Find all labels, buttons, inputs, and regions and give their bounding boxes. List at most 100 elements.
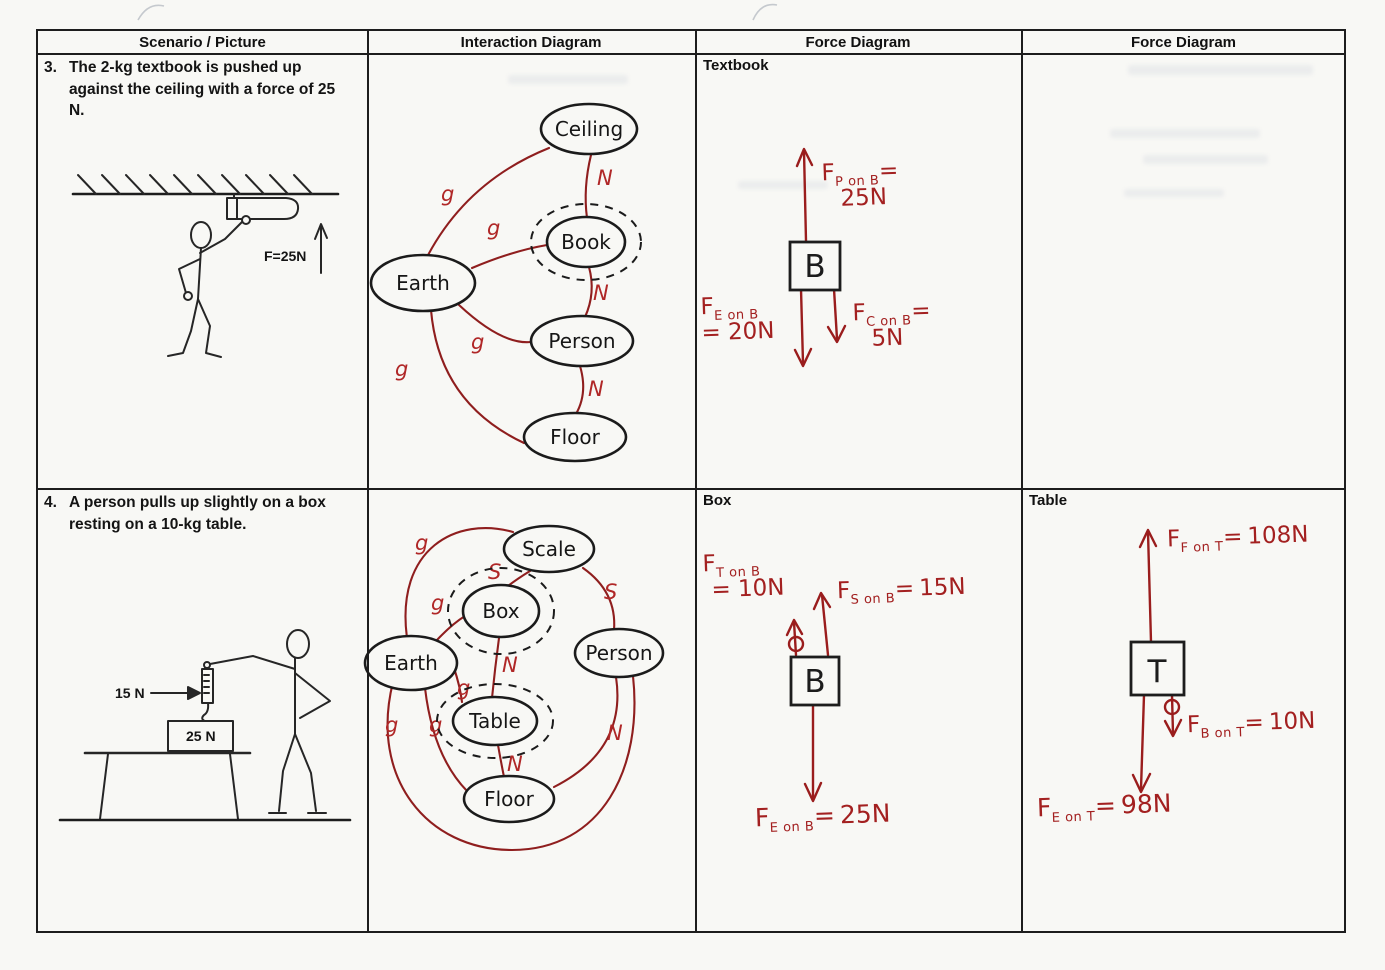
- picture-book-ceiling: F=25N: [71, 174, 340, 358]
- cell-r3-force-diagram-empty: [1021, 53, 1346, 488]
- cell-r4-scenario: 4. A person pulls up slightly on a box r…: [38, 488, 367, 931]
- cell-r4-force-diagram-box: Box B FT on B =: [695, 488, 1021, 931]
- bleed-through-artifact: [738, 181, 828, 189]
- scale-pointer-arrow: [150, 686, 201, 700]
- edge-label-gravity: g: [431, 591, 444, 615]
- stick-person: [167, 215, 251, 358]
- applied-force-arrow: [314, 223, 328, 274]
- interaction-diagram-4: g S S g N g g g N N Scale: [363, 524, 665, 852]
- bleed-through-artifact: [1143, 155, 1268, 164]
- edge-label-gravity: g: [457, 676, 470, 700]
- node-person: Person: [529, 314, 635, 368]
- header-scenario-picture: Scenario / Picture: [38, 31, 367, 53]
- force-arrow-down-25n: [803, 703, 823, 803]
- svg-text:Floor: Floor: [484, 787, 535, 811]
- node-table-system: Table: [436, 683, 554, 759]
- edge-label-gravity: g: [415, 531, 428, 555]
- interaction-edge-labels: g S S g N g g g N N: [385, 531, 623, 776]
- book-drawing: [226, 193, 300, 220]
- svg-text:Book: Book: [561, 230, 611, 254]
- scale-reading-label: 15 N: [115, 685, 145, 701]
- worksheet-table: Scenario / Picture Interaction Diagram F…: [36, 29, 1346, 933]
- cell-r4-interaction-diagram: g S S g N g g g N N Scale: [363, 488, 695, 931]
- force-label-t-on-b: FT on B = 10N: [702, 550, 785, 604]
- fd-title: Table: [1029, 492, 1068, 509]
- svg-text:Person: Person: [585, 641, 652, 665]
- force-arrow-down-98n: [1131, 693, 1152, 794]
- node-floor: Floor: [522, 411, 628, 463]
- force-arrow-up-108n: [1138, 528, 1158, 644]
- scan-artifact-curl-left: [137, 4, 165, 21]
- header-label: Force Diagram: [1130, 33, 1237, 51]
- svg-text:Earth: Earth: [384, 651, 438, 675]
- svg-text:Table: Table: [468, 709, 521, 733]
- node-earth: Earth: [369, 253, 477, 313]
- node-person: Person: [573, 627, 665, 679]
- edge-label-normal: N: [593, 281, 609, 305]
- cell-r3-force-diagram-textbook: Textbook B FP on B= 25N: [695, 53, 1021, 488]
- svg-text:Ceiling: Ceiling: [555, 117, 623, 141]
- force-arrow-up-10n: [785, 618, 805, 657]
- svg-text:Scale: Scale: [522, 537, 576, 561]
- force-diagram-box: B: [785, 591, 841, 803]
- scan-artifact-curl-right: [752, 3, 778, 21]
- column-divider: [695, 31, 697, 931]
- node-book-system: Book: [530, 203, 642, 281]
- force-label-f-on-t: FF on T=108N: [1166, 521, 1309, 556]
- bleed-through-artifact: [1124, 189, 1224, 197]
- header-label: Interaction Diagram: [460, 33, 602, 51]
- column-divider: [1021, 31, 1023, 931]
- box-weight-label: 25 N: [186, 728, 216, 744]
- force-label-e-on-b: FE on B = 20N: [700, 293, 775, 347]
- fd-title: Box: [703, 492, 732, 509]
- force-arrow-down-20n: [793, 287, 813, 368]
- header-interaction-diagram: Interaction Diagram: [367, 31, 695, 53]
- scenario-4: 4. A person pulls up slightly on a box r…: [44, 492, 337, 535]
- interaction-edges: [425, 146, 593, 445]
- edge-label-spring: S: [488, 560, 501, 584]
- object-box-b: [788, 240, 842, 292]
- object-letter: B: [804, 664, 825, 700]
- edge-label-normal: N: [502, 653, 518, 677]
- node-floor: Floor: [462, 774, 556, 824]
- scenario-text: A person pulls up slightly on a box rest…: [68, 494, 326, 533]
- edge-label-normal: N: [597, 166, 613, 190]
- table-drawing: [83, 751, 252, 820]
- header-force-diagram-1: Force Diagram: [695, 31, 1021, 53]
- spring-scale-drawing: [201, 661, 214, 722]
- bleed-through-artifact: [1128, 65, 1313, 75]
- interaction-diagram-3: g N g N g g N Ceiling Book: [369, 102, 642, 463]
- edge-label-spring: S: [604, 580, 617, 604]
- scenario-number: 3.: [44, 59, 57, 76]
- header-label: Force Diagram: [805, 33, 911, 51]
- bleed-through-artifact: [1110, 129, 1260, 138]
- interaction-edge-labels: g N g N g g N: [395, 166, 613, 401]
- force-arrow-up-15n: [812, 591, 832, 657]
- svg-text:Earth: Earth: [396, 271, 450, 295]
- object-letter: T: [1147, 654, 1168, 690]
- edge-label-gravity: g: [487, 216, 500, 240]
- node-box-system: Box: [447, 567, 555, 655]
- edge-label-gravity: g: [395, 357, 408, 381]
- force-label-b-on-t: FB on T=10N: [1186, 707, 1316, 742]
- cell-r4-force-diagram-table: Table T FF on T=108N: [1021, 488, 1346, 931]
- object-letter: B: [804, 249, 825, 285]
- force-label-p-on-b: FP on B= 25N: [821, 157, 899, 213]
- edge-label-normal: N: [507, 752, 523, 776]
- node-ceiling: Ceiling: [539, 102, 639, 156]
- row-divider: [38, 488, 1344, 490]
- header-label: Scenario / Picture: [139, 33, 266, 51]
- force-arrow-up-25n: [795, 147, 814, 243]
- scenario-number: 4.: [44, 494, 57, 511]
- edge-label-gravity: g: [385, 713, 398, 737]
- force-arrow-down-5n: [826, 287, 847, 344]
- force-diagram-textbook: B: [788, 147, 847, 368]
- ceiling-drawing: [71, 174, 340, 196]
- cell-r3-interaction-diagram: g N g N g g N Ceiling Book: [367, 53, 695, 488]
- force-arrow-down-10n: [1163, 693, 1183, 738]
- edge-label-normal: N: [588, 377, 604, 401]
- object-box-t: [1129, 640, 1186, 697]
- force-label-c-on-b: FC on B= 5N: [852, 297, 931, 353]
- interaction-edges: [386, 527, 636, 852]
